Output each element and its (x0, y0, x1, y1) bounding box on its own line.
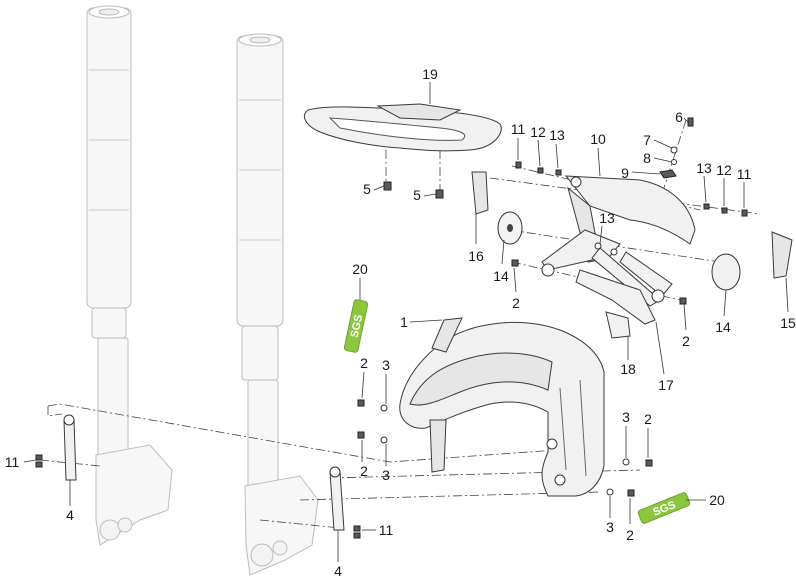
callout-11d: 11 (379, 522, 394, 538)
decal-left-text: SGS (349, 314, 366, 339)
decal-right: SGS (637, 492, 691, 524)
callout-8: 8 (643, 150, 651, 166)
right-reflector (771, 231, 793, 279)
callout-1: 1 (400, 314, 408, 330)
callout-20b: 20 (709, 492, 725, 508)
callout-18: 18 (620, 361, 636, 377)
callout-13b: 13 (696, 160, 712, 176)
left-fork-tube (86, 5, 173, 546)
callout-6: 6 (675, 109, 683, 125)
decal-right-text: SGS (651, 499, 677, 519)
callout-19: 19 (422, 66, 438, 82)
callout-2b: 2 (682, 333, 690, 349)
callout-5a: 5 (363, 181, 371, 197)
callout-13a: 13 (549, 127, 565, 143)
callout-2a: 2 (512, 295, 520, 311)
right-fork-tube (236, 33, 319, 576)
callout-11b: 11 (737, 166, 752, 182)
callout-4b: 4 (334, 563, 342, 579)
callout-11c: 11 (5, 454, 20, 470)
callout-20a: 20 (352, 261, 368, 277)
callout-14b: 14 (715, 319, 731, 335)
callout-17: 17 (658, 377, 674, 393)
callout-12b: 12 (716, 162, 732, 178)
leader-lines (23, 82, 789, 562)
left-reflector (471, 171, 489, 215)
license-bracket (605, 311, 631, 339)
callout-10: 10 (590, 131, 606, 147)
callout-13c: 13 (599, 210, 615, 226)
round-reflectors (497, 211, 741, 291)
callout-12a: 12 (530, 124, 546, 140)
callout-9: 9 (621, 165, 629, 181)
front-mudguard (399, 317, 605, 497)
callout-2c: 2 (360, 355, 368, 371)
callout-2d: 2 (360, 463, 368, 479)
callout-16: 16 (468, 248, 484, 264)
decal-left: SGS (343, 299, 369, 353)
callout-2f: 2 (626, 527, 634, 543)
callout-7: 7 (643, 132, 651, 148)
callout-4a: 4 (66, 507, 74, 523)
callout-3b: 3 (382, 467, 390, 483)
fender-bracket (541, 175, 696, 325)
callout-2e: 2 (644, 411, 652, 427)
callout-3d: 3 (606, 519, 614, 535)
callout-15: 15 (780, 315, 796, 331)
grab-rail (304, 103, 502, 199)
brake-hose-guides (63, 414, 345, 531)
callout-11a: 11 (511, 121, 526, 137)
callout-labels: 19 5 5 6 7 8 9 10 11 12 13 13 12 11 13 1… (5, 66, 796, 579)
callout-3c: 3 (622, 409, 630, 425)
callout-3a: 3 (382, 357, 390, 373)
callout-14a: 14 (493, 268, 509, 284)
fasteners (35, 117, 748, 539)
callout-5b: 5 (413, 187, 421, 203)
